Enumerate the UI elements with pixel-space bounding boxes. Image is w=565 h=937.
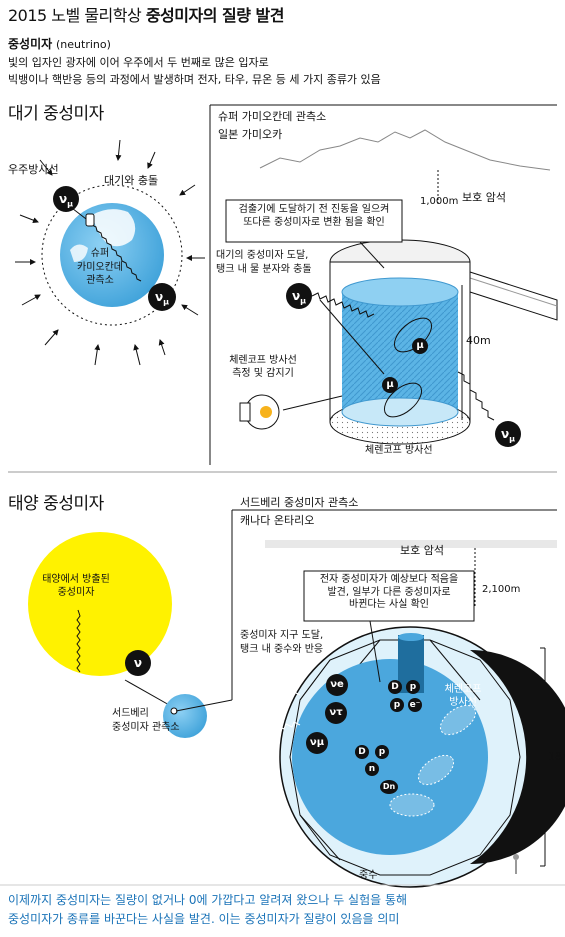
earth-small <box>163 694 207 738</box>
title-bold: 중성미자의 질량 발견 <box>145 6 285 25</box>
atmo-observatory-title: 슈퍼 가미오칸데 관측소 <box>218 110 327 123</box>
neutrino-badge-2: νμ <box>148 283 176 311</box>
solar-rock-label: 보호 암석 <box>400 544 444 557</box>
solar-site-l2: 중성미자 관측소 <box>112 722 180 733</box>
site-label-l2: 카미오칸데 <box>77 261 123 273</box>
solar-callout: 전자 중성미자가 예상보다 적음을 발견, 일부가 다른 중성미자로 바뀐다는 … <box>306 574 472 612</box>
particle-d2: D <box>355 745 369 759</box>
solar-cherenkov-l1: 체렌코프 <box>444 684 482 695</box>
sun-label: 태양에서 방출된 중성미자 <box>26 574 126 599</box>
earth-land-2 <box>70 244 88 262</box>
solar-cherenkov-label: 체렌코프 방사선 <box>438 684 488 709</box>
atmo-detector-l2: 측정 및 감지기 <box>232 367 294 379</box>
site-label-l3: 관측소 <box>86 275 114 286</box>
page-title: 2015 노벨 물리학상 중성미자의 질량 발견 <box>8 6 284 26</box>
atmo-detector-l1: 체렌코프 방사선 <box>229 355 297 366</box>
particle-p1: p <box>406 680 420 694</box>
solar-height: 18m <box>548 750 565 763</box>
atmo-callout-l2: 또다른 중성미자로 변환 됨을 확인 <box>243 216 385 228</box>
solar-arrival-l1: 중성미자 지구 도달, <box>240 630 324 641</box>
atmo-arrival-l2: 탱크 내 물 분자와 충돌 <box>216 264 312 275</box>
particle-e: e⁻ <box>408 698 422 712</box>
definition-line-1: 빛의 입자인 광자에 이어 우주에서 두 번째로 많은 입자로 <box>8 56 269 69</box>
solar-section-title: 태양 중성미자 <box>8 494 104 514</box>
particle-dn: Dn <box>380 780 398 794</box>
footer-line-1: 이제까지 중성미자는 질량이 없거나 0에 가깝다고 알려져 왔으나 두 실험을… <box>8 893 408 907</box>
sun-label-l2: 중성미자 <box>57 586 95 598</box>
solar-cherenkov-l2: 방사선 <box>449 696 477 708</box>
dark-crescent <box>470 650 565 864</box>
solar-depth: 2,100m <box>482 584 521 595</box>
atmo-arrival-l1: 대기의 중성미자 도달, <box>216 250 309 261</box>
atmo-observatory <box>209 104 558 465</box>
neutrino-badge-1: νμ <box>53 186 79 212</box>
solar-callout-l2: 발견, 일부가 다른 중성미자로 <box>327 586 451 598</box>
atmo-cherenkov-label: 체렌코프 방사선 <box>365 445 433 456</box>
muon-2: μ <box>382 377 398 393</box>
particle-d1: D <box>388 680 402 694</box>
def-term: 중성미자 <box>8 37 53 51</box>
tank-neutrino-out: νμ <box>495 421 521 447</box>
atmo-height: 40m <box>466 334 491 347</box>
atmo-observatory-location: 일본 가미오카 <box>218 128 283 141</box>
heavy-water-label: 중수 <box>359 870 378 881</box>
particle-p3: p <box>375 745 389 759</box>
definition-line-2: 빅뱅이나 핵반응 등의 과정에서 발생하며 전자, 타우, 뮤온 등 세 가지 … <box>8 73 381 86</box>
atmospheric-section-title: 대기 중성미자 <box>8 104 104 124</box>
detector-marker <box>85 213 95 227</box>
atmo-depth: 1,000m <box>420 196 459 207</box>
atmo-detector-label: 체렌코프 방사선 측정 및 감지기 <box>213 355 313 380</box>
solar-neutrino-badge: ν <box>125 650 151 676</box>
nu-tau-badge: ντ <box>325 702 347 724</box>
tank-neutrino-in: νμ <box>286 283 312 309</box>
solar-site-l1: 서드베리 <box>112 708 149 719</box>
def-en: (neutrino) <box>56 38 111 51</box>
muon-1: μ <box>412 338 428 354</box>
solar-observatory-location: 캐나다 온타리오 <box>240 514 315 527</box>
particle-p2: p <box>390 698 404 712</box>
atmo-rock-label: 보호 암석 <box>462 191 506 204</box>
solar-callout-l3: 바뀐다는 사실 확인 <box>349 599 429 610</box>
nu-mu-badge: νμ <box>306 732 328 754</box>
atmo-callout: 검출기에 도달하기 전 진동을 일으켜 또다른 중성미자로 변환 됨을 확인 <box>228 204 400 229</box>
solar-arrival-l2: 탱크 내 중수와 반응 <box>240 644 324 655</box>
earth-diagram <box>15 139 205 366</box>
solar-diagram <box>28 532 233 738</box>
particle-n: n <box>365 762 379 776</box>
sun <box>28 532 172 676</box>
atmosphere-collision-label: 대기와 충돌 <box>104 174 159 187</box>
site-label: 슈퍼 카미오칸데 관측소 <box>62 247 138 288</box>
footer-line-2: 중성미자가 종류를 바꾼다는 사실을 발견. 이는 중성미자가 질량이 있음을 … <box>8 912 400 926</box>
title-prefix: 2015 노벨 물리학상 <box>8 6 142 25</box>
solar-observatory-title: 서드베리 중성미자 관측소 <box>240 496 359 509</box>
solar-callout-l1: 전자 중성미자가 예상보다 적음을 <box>319 574 459 585</box>
sun-label-l1: 태양에서 방출된 <box>42 574 110 585</box>
cosmic-ray-label: 우주방사선 <box>8 163 59 176</box>
atmo-callout-l1: 검출기에 도달하기 전 진동을 일으켜 <box>238 204 390 215</box>
nu-e-badge: νe <box>326 674 348 696</box>
atmosphere-ring <box>41 184 183 326</box>
earth <box>60 203 164 307</box>
mountain <box>259 129 551 171</box>
site-label-l1: 슈퍼 <box>90 248 110 259</box>
definition-term: 중성미자 (neutrino) <box>8 37 111 52</box>
